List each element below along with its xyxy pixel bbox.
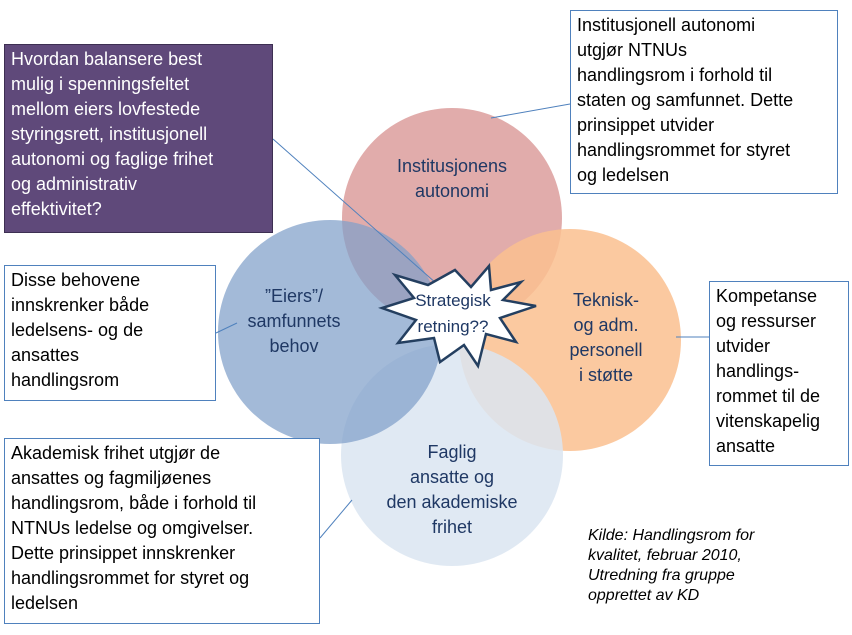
- academic-note-box: Akademisk frihet utgjør de ansattes og f…: [4, 438, 320, 624]
- competence-note-box: Kompetanse og ressurser utvider handling…: [709, 281, 849, 466]
- center-label-line1: Strategisk: [415, 291, 491, 310]
- center-star: [378, 262, 537, 370]
- question-box: Hvordan balansere best mulig i spennings…: [4, 44, 273, 233]
- source-citation: Kilde: Handlingsrom for kvalitet, februa…: [588, 527, 755, 604]
- circle-top-label: Institusjonens autonomi: [396, 156, 508, 201]
- connector-autonomy: [490, 103, 571, 119]
- circle-left-label: ”Eiers”/ samfunnets behov: [247, 286, 341, 356]
- needs-note-box: Disse behovene innskrenker både ledelsen…: [4, 265, 216, 401]
- circle-bottom-label: Faglig ansatte og den akademiske frihet: [386, 442, 518, 537]
- connector-needs: [215, 322, 238, 334]
- circle-right-label: Teknisk- og adm. personell i støtte: [569, 290, 643, 385]
- circle-left: [218, 220, 442, 444]
- connector-question: [272, 138, 438, 285]
- autonomy-note-box: Institusjonell autonomi utgjør NTNUs han…: [570, 10, 838, 194]
- connector-academic: [319, 499, 353, 539]
- center-label-line2: retning??: [418, 317, 489, 336]
